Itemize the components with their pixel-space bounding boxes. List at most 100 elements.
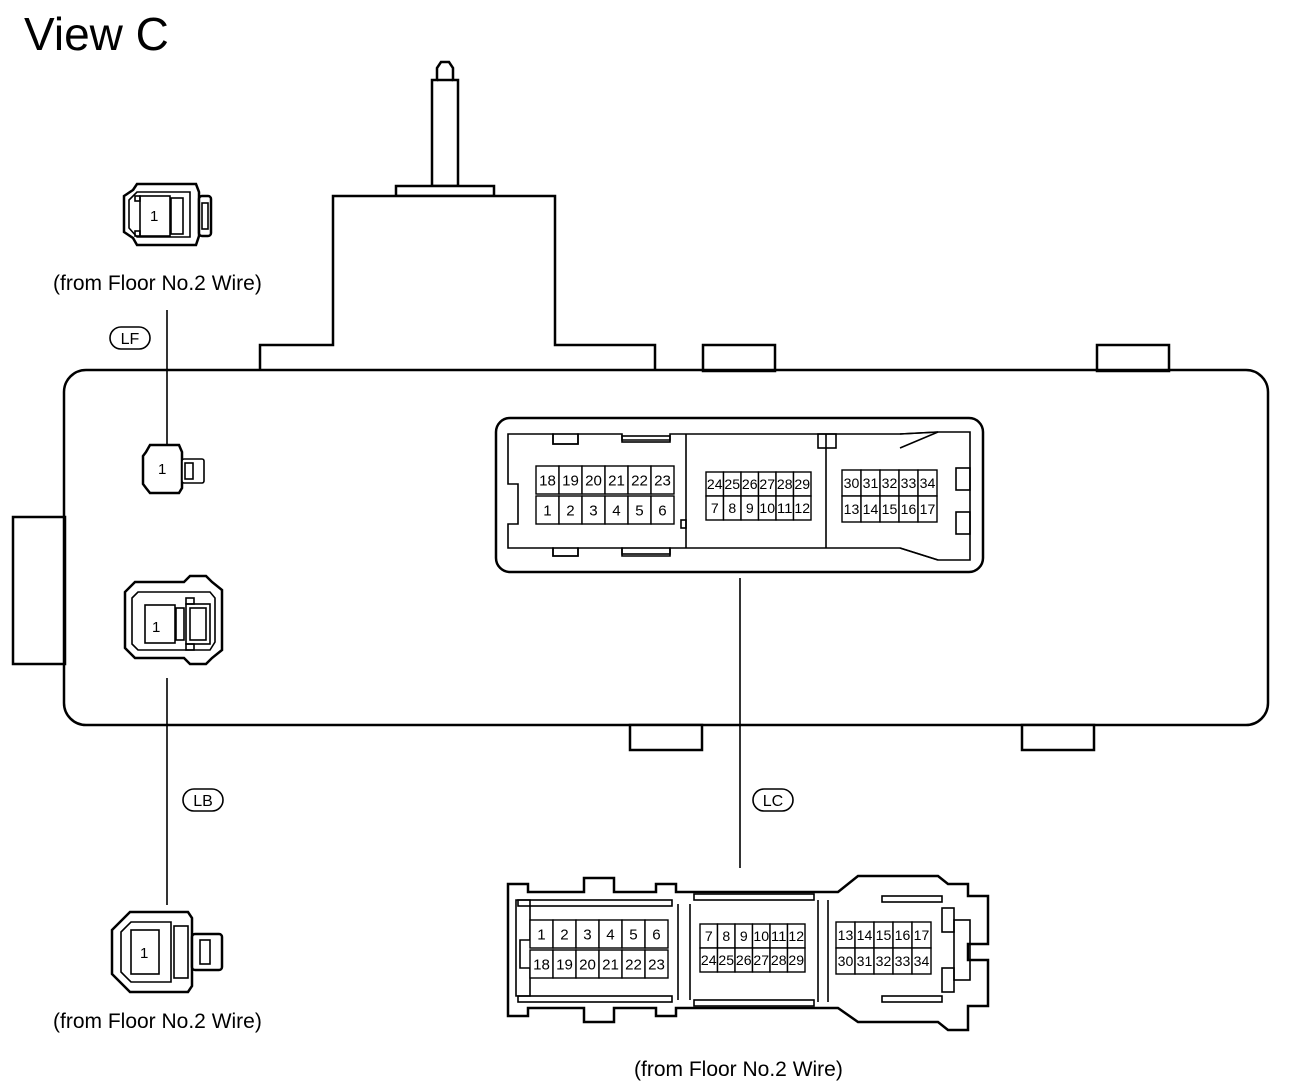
lc-harness-pin-28: 28 xyxy=(769,947,789,973)
svg-text:30: 30 xyxy=(844,475,860,491)
lc-harness-pin-9: 9 xyxy=(734,923,754,949)
lf-harness-pin-1: 1 xyxy=(150,208,158,225)
connector-lf-harness: 1 xyxy=(122,182,213,247)
svg-text:18: 18 xyxy=(539,472,556,489)
svg-text:20: 20 xyxy=(585,472,602,489)
lc-ecu-pin-21: 21 xyxy=(604,465,629,495)
lc-ecu-pin-25: 25 xyxy=(722,471,742,497)
svg-text:33: 33 xyxy=(895,953,911,969)
svg-text:2: 2 xyxy=(566,502,574,519)
lc-ecu-pin-11: 11 xyxy=(775,495,795,521)
lc-ecu-pin-18: 18 xyxy=(535,465,560,495)
lc-harness-pin-31: 31 xyxy=(854,947,875,975)
lc-ecu-pin-24: 24 xyxy=(705,471,725,497)
lc-harness-pin-8: 8 xyxy=(716,923,736,949)
lc-ecu-pin-12: 12 xyxy=(792,495,812,521)
lc-harness-pin-3: 3 xyxy=(575,919,600,949)
lf-code-badge: LF xyxy=(109,326,151,350)
lc-harness-pin-16: 16 xyxy=(892,921,913,949)
lc-harness-pin-7: 7 xyxy=(699,923,719,949)
svg-text:10: 10 xyxy=(753,928,769,944)
svg-text:4: 4 xyxy=(612,502,620,519)
lc-harness-pin-18: 18 xyxy=(529,949,554,979)
lc-ecu-pin-16: 16 xyxy=(898,495,919,523)
ecu-left-side-box xyxy=(11,515,67,666)
lc-ecu-pin-31: 31 xyxy=(860,469,881,497)
svg-text:12: 12 xyxy=(788,928,804,944)
svg-text:7: 7 xyxy=(705,928,713,944)
svg-text:23: 23 xyxy=(648,956,665,973)
svg-text:4: 4 xyxy=(606,926,614,943)
svg-text:1: 1 xyxy=(537,926,545,943)
lc-harness-pin-17: 17 xyxy=(911,921,932,949)
lc-ecu-pin-1: 1 xyxy=(535,495,560,525)
lc-source-label: (from Floor No.2 Wire) xyxy=(634,1058,843,1081)
connector-lb-harness: 1 xyxy=(110,910,224,994)
lc-harness-pin-20: 20 xyxy=(575,949,600,979)
svg-text:11: 11 xyxy=(771,928,787,944)
ecu-body xyxy=(11,60,1270,752)
ecu-bottom-tab-2 xyxy=(1020,723,1096,752)
ecu-top-tab-1 xyxy=(701,343,777,373)
svg-text:25: 25 xyxy=(718,952,734,968)
lc-ecu-pin-10: 10 xyxy=(757,495,777,521)
lc-harness-pin-29: 29 xyxy=(786,947,806,973)
svg-text:27: 27 xyxy=(759,476,775,492)
lc-ecu-pin-29: 29 xyxy=(792,471,812,497)
lc-harness-pin-30: 30 xyxy=(835,947,856,975)
lc-ecu-pin-30: 30 xyxy=(841,469,862,497)
lc-harness-pin-4: 4 xyxy=(598,919,623,949)
svg-text:21: 21 xyxy=(608,472,625,489)
svg-text:17: 17 xyxy=(920,501,936,517)
lc-ecu-pin-28: 28 xyxy=(775,471,795,497)
lc-ecu-pin-4: 4 xyxy=(604,495,629,525)
lc-ecu-pin-5: 5 xyxy=(627,495,652,525)
lc-harness-pin-24: 24 xyxy=(699,947,719,973)
lc-harness-pin-21: 21 xyxy=(598,949,623,979)
ecu-top-block xyxy=(258,194,657,370)
lc-ecu-pin-6: 6 xyxy=(650,495,675,525)
lc-ecu-pin-20: 20 xyxy=(581,465,606,495)
lc-ecu-pin-34: 34 xyxy=(917,469,938,497)
lc-ecu-pin-3: 3 xyxy=(581,495,606,525)
lc-harness-pin-5: 5 xyxy=(621,919,646,949)
svg-text:3: 3 xyxy=(589,502,597,519)
lc-ecu-pin-32: 32 xyxy=(879,469,900,497)
lc-ecu-pin-26: 26 xyxy=(740,471,760,497)
lf-source-label: (from Floor No.2 Wire) xyxy=(53,272,262,295)
lc-ecu-pin-33: 33 xyxy=(898,469,919,497)
connector-lf-ecu: 1 xyxy=(141,443,205,495)
svg-text:16: 16 xyxy=(895,927,911,943)
svg-text:34: 34 xyxy=(920,475,936,491)
svg-text:23: 23 xyxy=(654,472,671,489)
svg-text:16: 16 xyxy=(901,501,917,517)
svg-text:20: 20 xyxy=(579,956,596,973)
svg-text:26: 26 xyxy=(736,952,752,968)
svg-text:31: 31 xyxy=(863,475,879,491)
svg-text:13: 13 xyxy=(844,501,860,517)
lc-ecu-pin-8: 8 xyxy=(722,495,742,521)
svg-text:27: 27 xyxy=(753,952,769,968)
svg-text:9: 9 xyxy=(746,500,754,516)
ecu-top-tab-2 xyxy=(1095,343,1171,373)
lc-harness-pin-13: 13 xyxy=(835,921,856,949)
lc-harness-pin-14: 14 xyxy=(854,921,875,949)
svg-text:33: 33 xyxy=(901,475,917,491)
connector-lb-ecu: 1 xyxy=(123,574,224,666)
svg-text:1: 1 xyxy=(543,502,551,519)
svg-text:13: 13 xyxy=(838,927,854,943)
lc-harness-pin-19: 19 xyxy=(552,949,577,979)
lc-ecu-pin-9: 9 xyxy=(740,495,760,521)
lc-ecu-pin-23: 23 xyxy=(650,465,675,495)
svg-text:LC: LC xyxy=(763,793,783,810)
svg-text:21: 21 xyxy=(602,956,619,973)
lc-harness-pin-25: 25 xyxy=(716,947,736,973)
svg-text:12: 12 xyxy=(794,500,810,516)
ecu-top-post-base xyxy=(394,184,496,198)
svg-text:25: 25 xyxy=(724,476,740,492)
svg-text:6: 6 xyxy=(658,502,666,519)
lc-ecu-pin-14: 14 xyxy=(860,495,881,523)
ecu-bottom-tab-1 xyxy=(628,723,704,752)
lb-ecu-pin-1: 1 xyxy=(152,619,160,636)
